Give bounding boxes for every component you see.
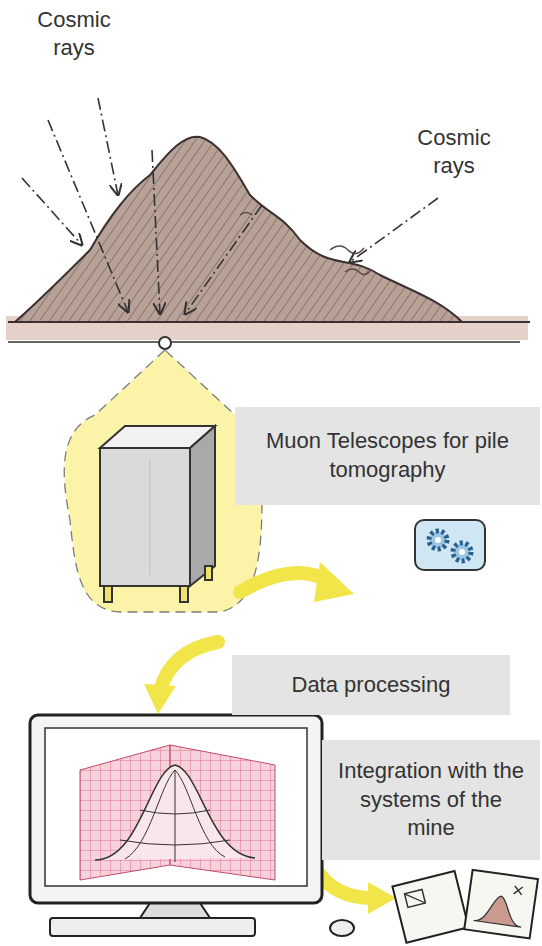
text-group: Data processing <box>292 671 451 700</box>
rock-sketch <box>240 213 371 275</box>
step-text: Integration with the systems of the mine <box>334 757 528 843</box>
telescope-glow <box>64 350 262 612</box>
integration-step-box: Integration with the systems of the mine <box>322 740 540 860</box>
pile-mountain <box>15 137 462 322</box>
detector-point <box>159 337 171 349</box>
mine-documents <box>392 870 538 943</box>
step-text: Muon Telescopes for pile tomography <box>247 427 528 484</box>
text-group: Muon Telescopes for pile tomography <box>247 427 528 484</box>
cosmic-ray-label: Cosmic rays <box>404 124 504 179</box>
cosmic-ray-lines <box>22 98 438 314</box>
muon-telescope <box>100 426 215 602</box>
telescope-step-box: Muon Telescopes for pile tomography <box>235 407 540 505</box>
computer-monitor <box>30 715 354 936</box>
step-text: Data processing <box>292 671 451 700</box>
processing-step-box: Data processing <box>232 655 510 715</box>
text-group: Integration with the systems of the mine <box>334 757 528 843</box>
gear-icon <box>415 520 485 570</box>
cosmic-ray-label: Cosmic rays <box>28 6 120 61</box>
